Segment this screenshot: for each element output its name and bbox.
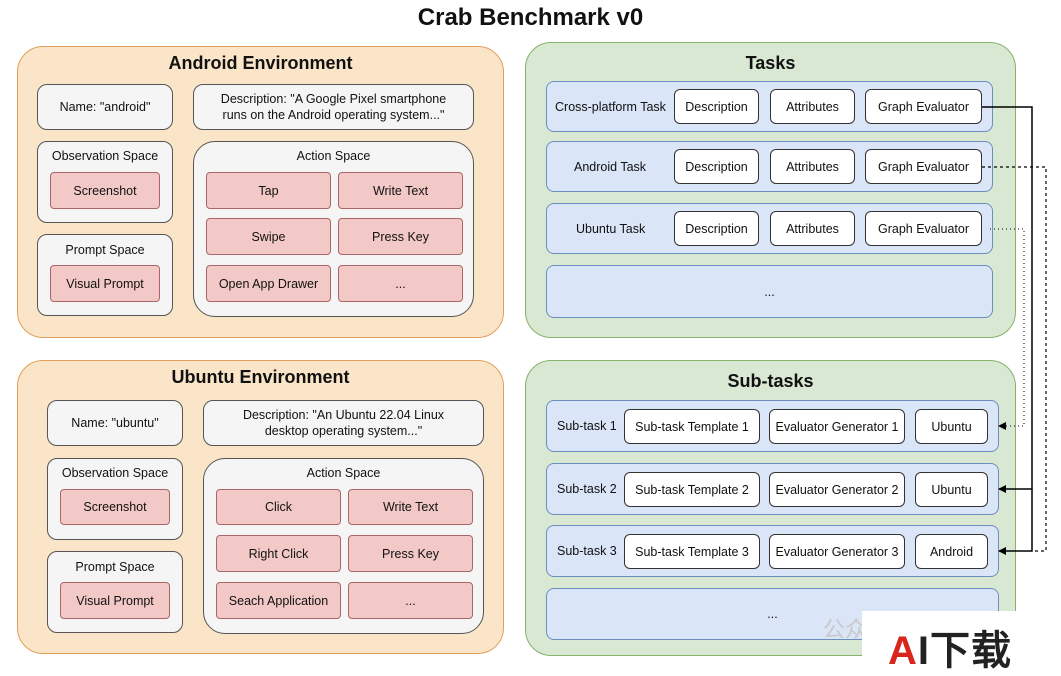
subtask-template-cell: Sub-task Template 2 <box>624 472 760 507</box>
subtask-row-label: Sub-task 1 <box>557 419 617 433</box>
task-description-cell: Description <box>674 149 759 184</box>
ubuntu-action-click: Click <box>216 489 341 525</box>
task-row-label: Cross-platform Task <box>555 99 666 114</box>
task-description-cell: Description <box>674 211 759 246</box>
evaluator-generator-cell: Evaluator Generator 2 <box>769 472 905 507</box>
android-action-swipe: Swipe <box>206 218 331 255</box>
prompt-space-label: Prompt Space <box>75 560 155 574</box>
subtask-row-label: Sub-task 3 <box>557 544 617 558</box>
task-attributes-cell: Attributes <box>770 89 855 124</box>
android-visual-prompt-item: Visual Prompt <box>50 265 160 302</box>
diagram-title: Crab Benchmark v0 <box>417 4 644 31</box>
subtask-env-cell: Ubuntu <box>915 409 988 444</box>
action-space-label: Action Space <box>296 149 371 163</box>
ubuntu-description-box: Description: "An Ubuntu 22.04 Linux desk… <box>203 400 484 446</box>
tasks-title: Tasks <box>745 53 796 73</box>
watermark-accent-letter: A <box>888 629 918 673</box>
android-action-tap: Tap <box>206 172 331 209</box>
subtasks-title: Sub-tasks <box>727 371 814 391</box>
android-action-press-key: Press Key <box>338 218 463 255</box>
ubuntu-name-box: Name: "ubuntu" <box>47 400 183 446</box>
watermark-text-inner: AI下载 <box>888 629 1012 673</box>
task-attributes-cell: Attributes <box>770 211 855 246</box>
watermark-logo <box>862 611 1061 671</box>
action-space-label: Action Space <box>306 466 381 480</box>
ubuntu-screenshot-item: Screenshot <box>60 489 170 525</box>
android-screenshot-item: Screenshot <box>50 172 160 209</box>
ubuntu-action-more: ... <box>348 582 473 619</box>
task-description-cell: Description <box>674 89 759 124</box>
prompt-space-label: Prompt Space <box>65 243 145 257</box>
evaluator-generator-cell: Evaluator Generator 3 <box>769 534 905 569</box>
watermark-prefix: 公众 <box>823 617 868 642</box>
ubuntu-action-right-click: Right Click <box>216 535 341 572</box>
watermark-rest-letters: I下载 <box>917 629 1013 673</box>
observation-space-label: Observation Space <box>51 149 159 163</box>
ubuntu-action-write-text: Write Text <box>348 489 473 525</box>
ubuntu-task-link <box>990 228 1025 430</box>
android-task-link <box>982 166 1047 552</box>
subtask-env-cell: Android <box>915 534 988 569</box>
android-action-write-text: Write Text <box>338 172 463 209</box>
cross-platform-link <box>982 106 1033 493</box>
subtask-template-cell: Sub-task Template 1 <box>624 409 760 444</box>
ubuntu-environment-title: Ubuntu Environment <box>171 367 350 387</box>
ubuntu-action-search-application: Seach Application <box>216 582 341 619</box>
android-action-open-app-drawer: Open App Drawer <box>206 265 331 302</box>
task-graph-evaluator-cell: Graph Evaluator <box>865 89 982 124</box>
task-attributes-cell: Attributes <box>770 149 855 184</box>
observation-space-label: Observation Space <box>61 466 169 480</box>
android-environment-title: Android Environment <box>168 53 353 73</box>
subtask-env-cell: Ubuntu <box>915 472 988 507</box>
task-graph-evaluator-cell: Graph Evaluator <box>865 211 982 246</box>
task-row-label: Ubuntu Task <box>576 221 646 236</box>
ubuntu-visual-prompt-item: Visual Prompt <box>60 582 170 619</box>
ubuntu-action-press-key: Press Key <box>348 535 473 572</box>
android-name-box: Name: "android" <box>37 84 173 130</box>
task-graph-evaluator-cell: Graph Evaluator <box>865 149 982 184</box>
evaluator-generator-cell: Evaluator Generator 1 <box>769 409 905 444</box>
subtask-row-label: Sub-task 2 <box>557 482 617 496</box>
android-action-more: ... <box>338 265 463 302</box>
android-description-box: Description: "A Google Pixel smartphone … <box>193 84 474 130</box>
subtask-template-cell: Sub-task Template 3 <box>624 534 760 569</box>
task-row-more: ... <box>546 265 993 318</box>
cross-platform-link-branch <box>998 489 1033 555</box>
watermark-text: AI下载 <box>888 618 1012 676</box>
task-row-label: Android Task <box>574 159 647 174</box>
